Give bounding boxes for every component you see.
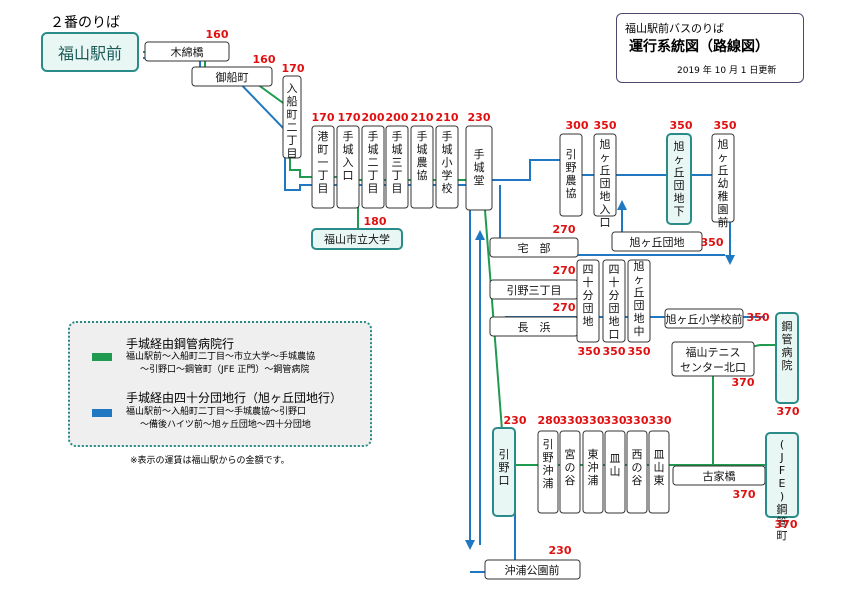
stop-name-asahigaoka-danchi: 旭ヶ丘団地: [630, 235, 685, 249]
stop-name-hikino3: 引野三丁目: [507, 283, 562, 297]
fare-tennis-center: 370: [732, 376, 755, 389]
stop-name-furuyabashi: 古家橋: [703, 469, 736, 483]
legend-green-title: 手城経由鋼管病院行: [126, 337, 235, 351]
stop-name-asahigaoka-shita: 旭ヶ丘団地下: [674, 139, 685, 218]
legend-blue-line2: 〜備後ハイツ前〜旭ヶ丘団地〜四十分団地: [140, 420, 311, 430]
stop-boxes: [144, 41, 766, 580]
stop-name-higashi-okiura: 東沖浦: [588, 448, 599, 487]
stop-name-sarayama: 皿山: [610, 452, 621, 478]
origin-station-name: 福山駅前: [58, 44, 122, 63]
fare-hikino-okiura: 280: [538, 414, 561, 427]
fare-teshiro3: 200: [386, 111, 409, 124]
stop-name-koukan-byoin: 鋼管病院: [782, 319, 793, 372]
fare-nishinotani: 330: [626, 414, 649, 427]
stop-name-takube: 宅 部: [518, 241, 551, 255]
terminal-boxes: [41, 32, 799, 518]
stop-name-okiura-koen: 沖浦公園前: [505, 563, 560, 577]
legend-green-line1: 福山駅前〜入船町二丁目〜市立大学〜手城農協: [126, 352, 316, 362]
stop-name-mifune: 御船町: [216, 70, 249, 84]
fare-nagahama: 270: [553, 301, 576, 314]
fare-asahigaoka-shogakko: 350: [747, 311, 770, 324]
stop-name-hikino-okiura: 引野沖浦: [543, 437, 554, 490]
legend-box: 手城経由鋼管病院行 福山駅前〜入船町二丁目〜市立大学〜手城農協 〜引野口〜鋼管町…: [68, 321, 372, 447]
fare-minato: 170: [312, 111, 335, 124]
fare-asahigaoka-yochien: 350: [714, 119, 737, 132]
stop-name-shijubun-danchiguchi: 四十分団地口: [609, 263, 620, 341]
fare-hikino-nokyo: 300: [566, 119, 589, 132]
title-box: 福山駅前バスのりば 運行系統図（路線図） 2019 年 10 月 1 日更新: [616, 13, 804, 83]
stop-name-teshirodo: 手城堂: [474, 147, 485, 187]
fare-furuyabashi: 370: [733, 488, 756, 501]
stop-name-teshiro-iriguchi: 手城入口: [343, 129, 354, 182]
stop-name-tennis-center-1: 福山テニス: [686, 345, 741, 359]
stop-name-kiwata: 木綿橋: [171, 45, 204, 59]
stop-name-sarayama-higashi: 皿山東: [654, 448, 665, 487]
stop-name-irifune: 入船町二丁目: [287, 82, 298, 160]
legend-blue-swatch: [92, 409, 112, 417]
legend-blue-line1: 福山駅前〜入船町二丁目〜手城農協〜引野口: [126, 407, 307, 417]
stop-name-asahigaoka-danchinaka: 旭ヶ丘団地中: [634, 259, 645, 338]
fare-shijubun-danchiguchi: 350: [603, 345, 626, 358]
fare-hikino3: 270: [553, 264, 576, 277]
fare-asahigaoka-iriguchi: 350: [594, 119, 617, 132]
stop-name-miyanotani: 宮の谷: [565, 447, 576, 487]
legend-green-swatch: [92, 353, 112, 361]
stop-name-shijubun-danchi: 四十分団地: [583, 263, 594, 328]
fare-koukan-byoin: 370: [777, 405, 800, 418]
blue-route-line-east: [487, 159, 560, 181]
fare-miyanotani: 330: [560, 414, 583, 427]
fare-mifune: 160: [253, 53, 276, 66]
fare-koukanmachi: 370: [775, 518, 798, 531]
fare-hikinoguchi: 230: [504, 414, 527, 427]
title-line1: 福山駅前バスのりば: [625, 22, 724, 35]
fare-shiritsu-daigaku: 180: [364, 215, 387, 228]
stop-name-asahigaoka-iriguchi: 旭ヶ丘団地入口: [600, 137, 611, 229]
fare-asahigaoka-danchi: 350: [701, 236, 724, 249]
stop-name-tennis-center-2: センター北口: [680, 361, 746, 374]
fare-sarayama-higashi: 330: [649, 414, 672, 427]
fare-sarayama: 330: [604, 414, 627, 427]
stop-name-teshiro3: 手城三丁目: [392, 129, 403, 195]
stop-name-teshiro-shogakko: 手城小学校: [442, 129, 453, 195]
fare-teshiro-iriguchi: 170: [338, 111, 361, 124]
stop-name-hikinoguchi: 引野口: [499, 447, 510, 487]
platform-label: ２番のりば: [50, 15, 120, 31]
title-line2: 運行系統図（路線図）: [629, 39, 769, 55]
fare-asahigaoka-shita: 350: [670, 119, 693, 132]
stop-name-minato: 港町一丁目: [318, 130, 329, 195]
stop-name-teshiro2: 手城二丁目: [368, 129, 379, 195]
fare-asahigaoka-danchinaka: 350: [628, 345, 651, 358]
stop-name-teshiro-nokyo: 手城農協: [417, 129, 428, 182]
fare-kiwata: 160: [206, 28, 229, 41]
fare-irifune: 170: [282, 62, 305, 75]
title-line3: 2019 年 10 月 1 日更新: [677, 66, 777, 76]
stop-name-nagahama: 長 浜: [518, 321, 551, 334]
stop-name-nishinotani: 西の谷: [632, 448, 643, 487]
fare-takube: 270: [553, 223, 576, 236]
stop-name-daigaku: 福山市立大学: [324, 232, 390, 246]
fare-teshiro2: 200: [362, 111, 385, 124]
stop-name-asahigaoka-yochien: 旭ヶ丘幼稚園前: [718, 137, 729, 229]
fare-note: ※表示の運賃は福山駅からの金額です。: [130, 456, 290, 466]
legend-blue-title: 手城経由四十分団地行（旭ヶ丘団地行）: [126, 391, 343, 405]
fare-okiura-koen: 230: [549, 544, 572, 557]
stop-name-asahigaoka-shogakko: 旭ヶ丘小学校前: [666, 312, 743, 326]
legend-green-line2: 〜引野口〜鋼管町（JFE 正門）〜鋼管病院: [140, 365, 310, 375]
fare-higashi-okiura: 330: [582, 414, 605, 427]
fare-teshirodo: 230: [468, 111, 491, 124]
stop-name-hikino-nokyo: 引野農協: [566, 147, 577, 200]
fare-teshiro-nokyo: 210: [411, 111, 434, 124]
fare-shijubun-danchi: 350: [578, 345, 601, 358]
fare-teshiro-shogakko: 210: [436, 111, 459, 124]
